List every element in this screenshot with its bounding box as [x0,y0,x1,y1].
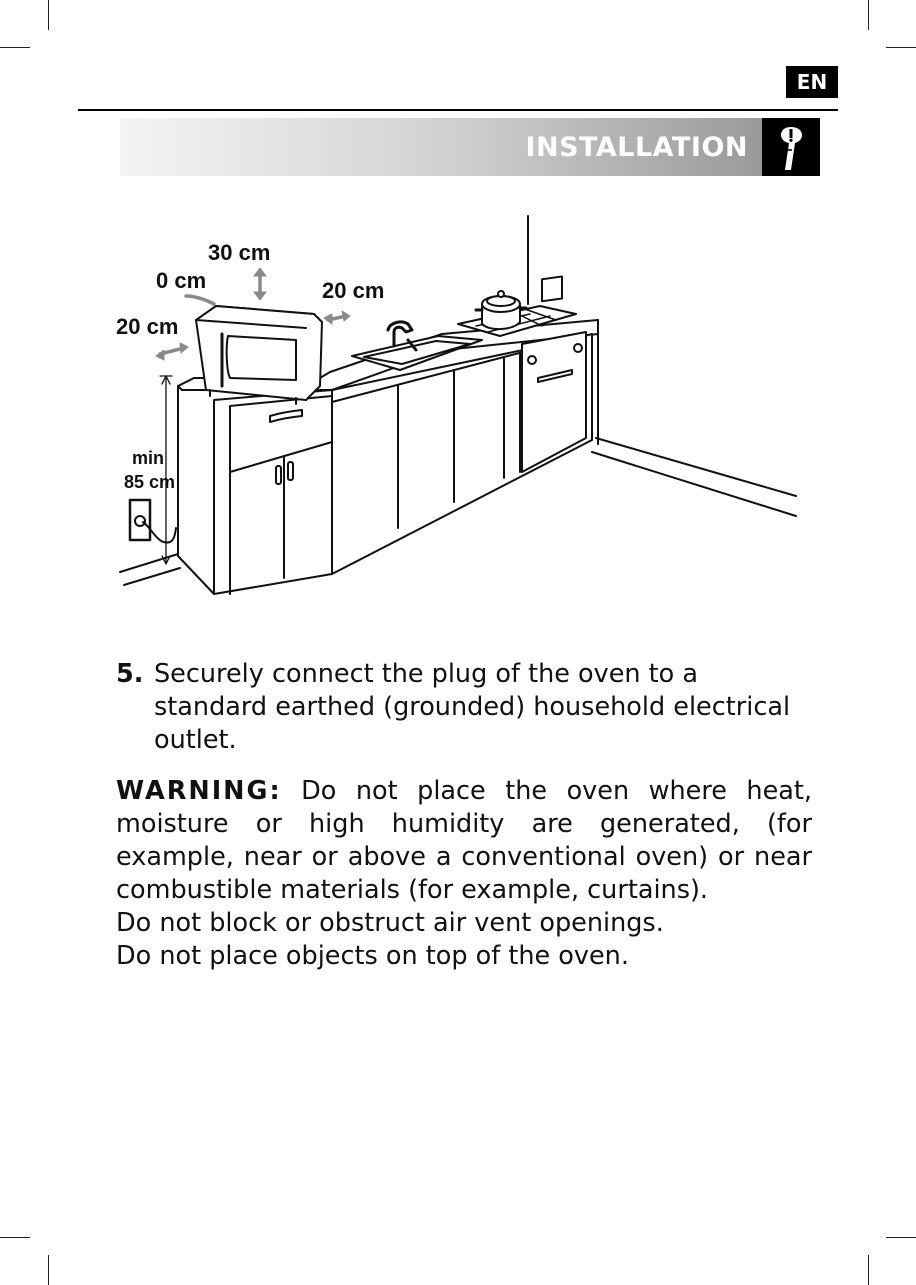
label-back-clearance: 0 cm [156,268,206,293]
crop-mark-bottom-right-v [868,1255,869,1285]
label-right-clearance: 20 cm [322,278,384,303]
section-header-bar: INSTALLATION [120,118,762,176]
language-badge: EN [786,66,838,98]
wall-outlet [128,498,177,544]
crop-mark-bottom-right-h [886,1237,916,1238]
header-rule [78,109,838,111]
warning-text: Do not place the oven where heat, moistu… [116,776,813,905]
step-item: 5. Securely connect the plug of the oven… [116,658,812,757]
built-in-oven [521,275,599,473]
microwave [195,305,323,405]
microwave-cabinet [177,385,333,595]
warning-paragraph: WARNING: Do not place the oven where hea… [116,775,812,907]
crop-mark-bottom-left-h [0,1237,30,1238]
cooktop-and-pot [457,290,577,337]
clearance-arrows [155,267,351,361]
crop-mark-top-left-h [0,47,30,48]
label-height-value: 85 cm [124,472,175,492]
label-top-clearance: 30 cm [208,240,270,265]
step-text: Securely connect the plug of the oven to… [154,659,791,755]
crop-mark-top-right-v [868,0,869,30]
step-number: 5. [116,659,144,689]
floor-lines [119,215,797,586]
height-dimension [159,375,173,565]
label-min: min [132,448,164,468]
instructions-body: 5. Securely connect the plug of the oven… [116,658,812,973]
exclamation-pen-icon [762,118,820,176]
line-top: Do not place objects on top of the oven. [116,941,629,971]
line-vents: Do not block or obstruct air vent openin… [116,908,664,938]
sink [351,320,483,371]
crop-mark-top-right-h [886,47,916,48]
installation-illustration: 30 cm 0 cm 20 cm 20 cm min 85 cm [110,210,810,610]
crop-mark-bottom-left-v [48,1255,49,1285]
warning-label: WARNING: [116,776,282,806]
section-title: INSTALLATION [525,132,748,163]
label-left-clearance: 20 cm [116,314,178,339]
crop-mark-top-left-v [48,0,49,30]
